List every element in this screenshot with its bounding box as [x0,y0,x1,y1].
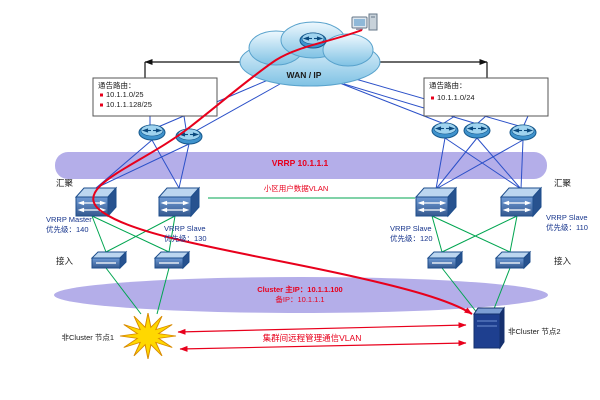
vrrp-node-label-slave3: VRRP Slave 优先级：110 [546,213,588,232]
access-switch-icon [154,251,190,269]
cluster-ip-label: Cluster 主IP：10.1.1.100 [257,284,342,294]
node2-label: 非Cluster 节点2 [508,326,561,336]
route-box-right: 通告路由： 10.1.1.0/24 [423,77,549,117]
router-icon [431,122,459,139]
layer-label-access-right: 接入 [554,256,572,266]
user-vlan-label: 小区用户数据VLAN [264,183,329,193]
cluster-band [54,277,548,313]
bullet-icon [100,103,103,107]
server-node-icon [473,306,505,350]
layer-label-access-left: 接入 [56,256,74,266]
svg-text:优先级：120: 优先级：120 [390,233,433,243]
starburst-node-icon [119,312,177,360]
vrrp-band [55,152,547,179]
layer-label-agg-left: 汇聚 [56,178,74,188]
router-icon [509,124,537,141]
management-pc-icon [351,13,378,31]
svg-text:优先级：140: 优先级：140 [46,224,89,234]
cluster-backup-ip-label: 备IP：10.1.1.1 [275,294,324,304]
traffic-path [92,29,473,315]
vrrp-node-label-master: VRRP Master 优先级：140 [46,215,92,234]
vrrp-band-label: VRRP 10.1.1.1 [272,158,329,168]
bullet-icon [100,93,103,97]
blue-uplinks [95,77,529,190]
router-icon [463,122,491,139]
route-box-right-item: 10.1.1.0/24 [437,93,475,102]
agg-switch-slave2-icon [415,187,457,217]
svg-text:VRRP Master: VRRP Master [46,215,92,224]
green-access-links [91,197,518,315]
access-switch-icon [427,251,463,269]
mgmt-vlan-label: 集群间远程管理通信VLAN [263,333,362,343]
agg-switch-slave3-icon [500,187,542,217]
svg-text:优先级：130: 优先级：130 [164,233,207,243]
access-switch-icon [495,251,531,269]
router-icon [138,124,166,141]
route-box-left-item: 10.1.1.128/25 [106,100,152,109]
svg-text:VRRP Slave: VRRP Slave [390,224,432,233]
router-icon [175,128,203,145]
mgmt-vlan-links [177,322,467,352]
access-switch-icon [91,251,127,269]
route-box-left: 通告路由： 10.1.1.0/25 10.1.1.128/25 [92,77,218,117]
svg-text:VRRP Slave: VRRP Slave [546,213,588,222]
route-box-right-title: 通告路由： [429,80,467,90]
node1-label: 非Cluster 节点1 [61,332,114,342]
svg-text:VRRP Slave: VRRP Slave [164,224,206,233]
vrrp-node-label-slave1: VRRP Slave 优先级：130 [164,224,207,243]
route-box-left-title: 通告路由： [98,80,136,90]
svg-text:优先级：110: 优先级：110 [546,222,588,232]
route-box-left-item: 10.1.1.0/25 [106,90,144,99]
vrrp-node-label-slave2: VRRP Slave 优先级：120 [390,224,433,243]
bullet-icon [431,96,434,100]
agg-switch-slave1-icon [158,187,200,217]
wan-cloud-label: WAN / IP [287,70,322,80]
layer-label-agg-right: 汇聚 [554,178,572,188]
